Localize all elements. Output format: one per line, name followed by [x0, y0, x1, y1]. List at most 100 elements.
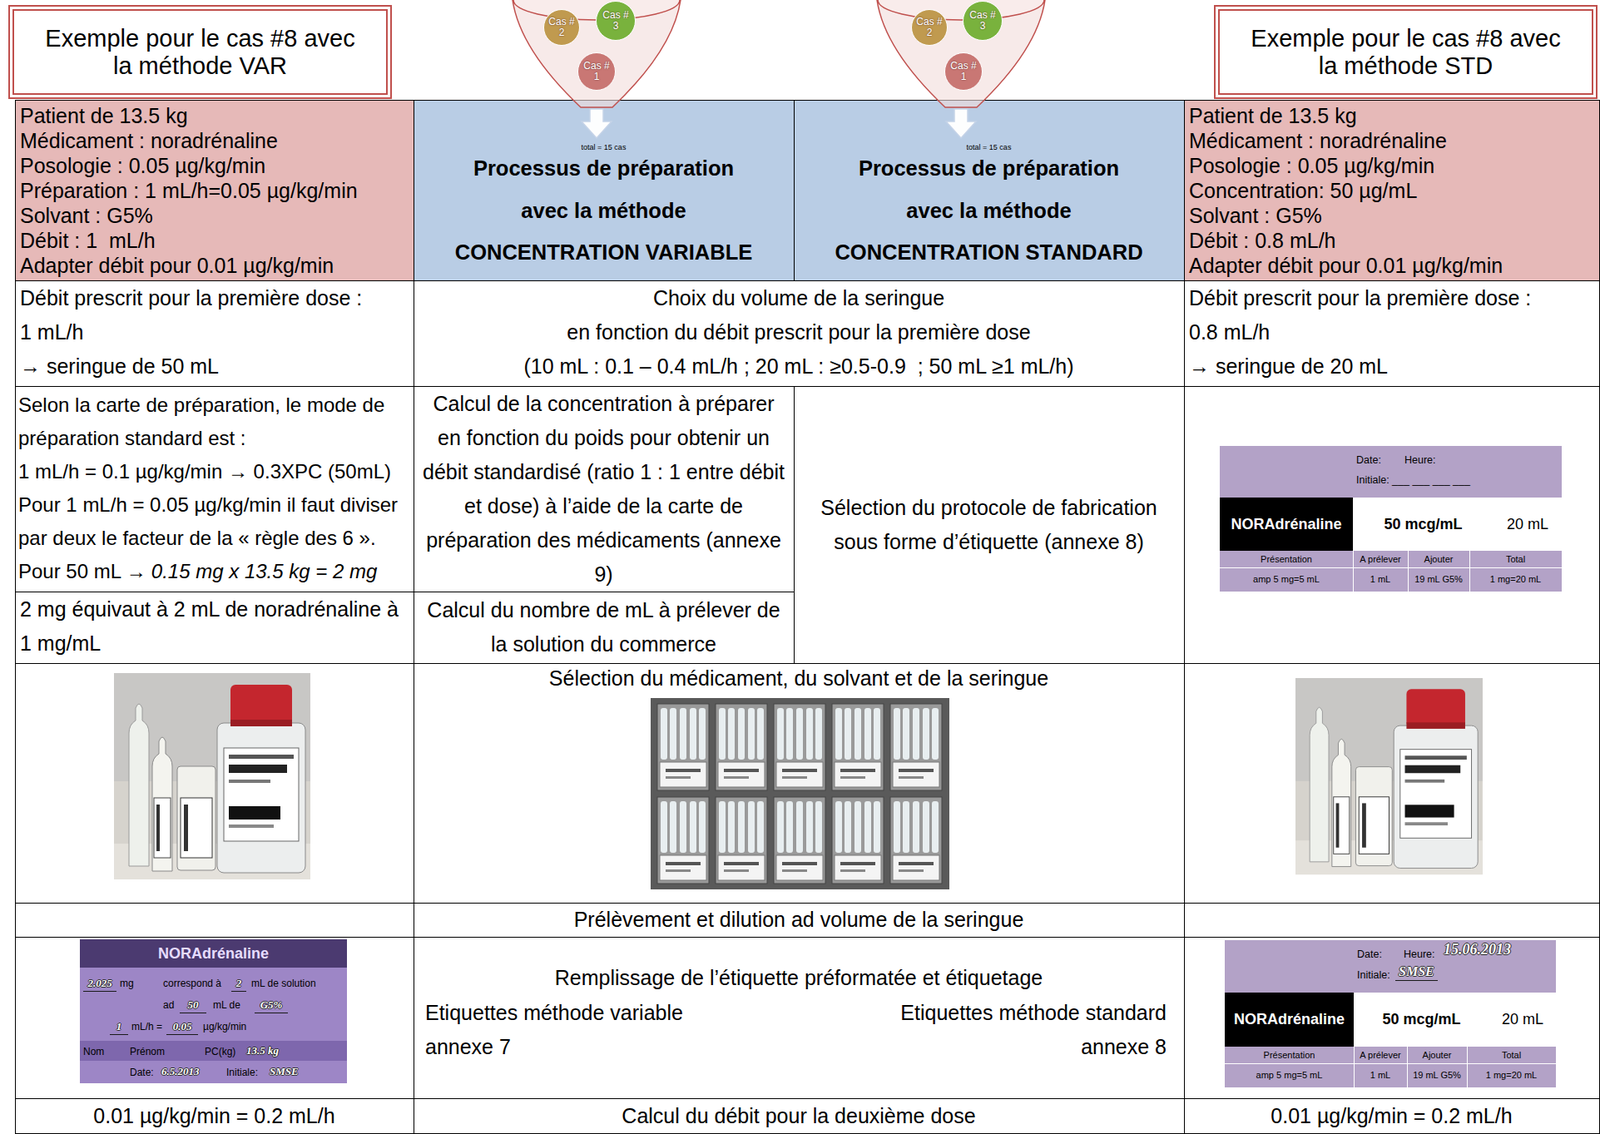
table-cell: Choix du volume de la seringueen fonctio…	[413, 280, 1184, 387]
text-line: Posologie : 0.05 µg/kg/min	[1188, 153, 1595, 179]
cell-text: Débit : 0.8 mL/h	[1188, 228, 1336, 253]
table-cell: Calcul de la concentration à préparer en…	[413, 386, 794, 592]
process-title: Processus de préparation	[793, 153, 1184, 184]
cell-text: 0.01 µg/kg/min = 0.2 mL/h	[1270, 1104, 1512, 1128]
handwritten-entry: 2	[231, 975, 247, 992]
example-title-box: Exemple pour le cas #8 avec la méthode V…	[8, 4, 392, 100]
text-line: Sélection du protocole de fabrication so…	[814, 490, 1165, 560]
label-text: Total	[1466, 1046, 1556, 1064]
table-grid	[14, 99, 1600, 1134]
text-line: Solvant : G5%	[1188, 203, 1595, 228]
cell-body: Calcul du nombre de mL à prélever de la …	[420, 593, 788, 662]
cell-text: Etiquettes méthode standard	[900, 995, 1167, 1031]
cell-text: Débit prescrit pour la première dose :	[19, 286, 362, 310]
text-line: Selon la carte de préparation, le mode d…	[18, 388, 411, 456]
cell-text: Solvant : G5%	[19, 203, 154, 228]
cell-body: Sélection du protocole de fabrication so…	[814, 490, 1165, 560]
handwritten-entry: 50	[179, 997, 207, 1014]
cell-text: 2 mg équivaut à 2 mL de noradrénaline à …	[19, 597, 405, 655]
label-text: Prénom	[129, 1044, 165, 1060]
case-label: Cas # 2	[915, 16, 944, 39]
cell-body: 0.01 µg/kg/min = 0.2 mL/h	[1183, 1099, 1600, 1133]
cell-text: 1 mL/h = 0.1 µg/kg/min → 0.3XPC (50mL)	[18, 460, 392, 483]
text-line: Médicament : noradrénaline	[19, 128, 409, 154]
funnel	[876, 0, 1046, 139]
cell-body: 0.01 µg/kg/min = 0.2 mL/h	[14, 1099, 414, 1133]
handwritten-entry: 1	[109, 1019, 129, 1036]
text-line: Sélection du médicament, du solvant et d…	[413, 663, 1184, 693]
count-note: total = 15 cas	[793, 143, 1184, 153]
label-text: Initiale:	[226, 1065, 258, 1080]
cell-body: Débit prescrit pour la première dose :0.…	[1188, 281, 1595, 384]
text-line: Calcul du débit pour la deuxième dose	[413, 1099, 1184, 1133]
label-text: Nom	[83, 1044, 105, 1060]
table-cell: 0.01 µg/kg/min = 0.2 mL/h	[1183, 1098, 1600, 1134]
label-text: Heure:	[1403, 947, 1436, 961]
cell-text: 0.01 µg/kg/min = 0.2 mL/h	[93, 1104, 335, 1128]
text-line: 1 mL/h	[19, 315, 409, 350]
label-text: amp 5 mg=5 mL	[1219, 567, 1353, 592]
label-text: Date:	[129, 1065, 154, 1080]
case-circle: Cas # 3	[962, 0, 1003, 41]
standard-label-card: Date:Heure:Initiale: ___ ___ ___ ___NORA…	[1219, 445, 1562, 592]
case-label: Cas # 1	[949, 60, 978, 83]
table-cell: Remplissage de l’étiquette préformatée e…	[413, 936, 1184, 1099]
text-line: 0.01 µg/kg/min = 0.2 mL/h	[14, 1099, 414, 1133]
process-title: avec la méthode	[793, 195, 1184, 226]
table-cell: Patient de 13.5 kgMédicament : noradréna…	[14, 99, 414, 281]
table-cell: Sélection du protocole de fabrication so…	[793, 386, 1184, 664]
text-line: → seringue de 50 mL	[19, 349, 409, 384]
text-line: Posologie : 0.05 µg/kg/min	[19, 153, 409, 179]
label-grid-line	[1406, 1046, 1408, 1088]
cell-body: 2 mg équivaut à 2 mL de noradrénaline à …	[19, 592, 409, 661]
handwritten-entry: 15.06.2013	[1443, 940, 1511, 960]
label-grid-line	[1469, 550, 1471, 592]
cell-text: Débit : 1 mL/h	[19, 228, 156, 253]
text-line: Débit : 0.8 mL/h	[1188, 227, 1595, 253]
case-circle: Cas # 2	[911, 9, 948, 46]
example-title-box: Exemple pour le cas #8 avec la méthode S…	[1213, 4, 1598, 100]
text-line: Débit : 1 mL/h	[19, 227, 409, 253]
cell-text: Médicament : noradrénaline	[1188, 128, 1447, 153]
label-text: Heure:	[1404, 453, 1437, 467]
text-line: Débit prescrit pour la première dose :	[19, 281, 409, 316]
label-text: µg/kg/min	[203, 1019, 247, 1035]
cell-text: → seringue de 20 mL	[1188, 354, 1388, 378]
label-text: Date:	[1356, 453, 1382, 467]
handwritten-entry: SMSE	[269, 1064, 299, 1080]
cell-text: → seringue de 50 mL	[19, 354, 219, 378]
table-cell: Débit prescrit pour la première dose : 1 …	[14, 280, 414, 387]
label-text: Ajouter	[1406, 1046, 1467, 1064]
process-header-cell: total = 15 casProcessus de préparation av…	[793, 99, 1184, 281]
header-fill	[14, 99, 414, 281]
label-text: mL de solution	[251, 975, 317, 991]
cell-text: Posologie : 0.05 µg/kg/min	[1188, 153, 1435, 178]
cell-text: Remplissage de l’étiquette préformatée e…	[413, 960, 1184, 996]
handwritten-entry: SMSE	[1395, 963, 1438, 981]
vial-photo	[113, 673, 311, 880]
label-text: correspond à	[163, 975, 222, 991]
text-line: Concentration: 50 µg/mL	[1188, 178, 1595, 204]
cell-text: Calcul du nombre de mL à prélever de la …	[426, 598, 786, 656]
cell-text: annexe 8	[1080, 1030, 1167, 1065]
count-note: total = 15 cas	[413, 143, 794, 153]
text-line: Adapter débit pour 0.01 µg/kg/min	[19, 252, 409, 278]
cell-text: Adapter débit pour 0.01 µg/kg/min	[1188, 253, 1503, 278]
label-grid-line	[1219, 567, 1562, 569]
label-text: 50 mcg/mL	[1353, 992, 1490, 1047]
title-text: Exemple pour le cas #8 avec la méthode S…	[1243, 24, 1570, 80]
text-line: Choix du volume de la seringue	[418, 281, 1179, 316]
label-grid-line	[1224, 1063, 1556, 1065]
text-line: Patient de 13.5 kg	[19, 103, 409, 129]
cell-text: (10 mL : 0.1 – 0.4 mL/h ; 20 mL : ≥0.5-0…	[523, 354, 1074, 378]
case-circle: Cas # 1	[944, 52, 983, 91]
cell-text: Selon la carte de préparation, le mode d…	[18, 393, 391, 450]
standard-label-card: Date:Heure:15.06.2013Initiale:SMSENORAdr…	[1224, 940, 1556, 1088]
table-cell: Débit prescrit pour la première dose :0.…	[1183, 280, 1600, 387]
label-text: Initiale: ___ ___ ___ ___	[1356, 473, 1471, 487]
cell-text: Sélection du médicament, du solvant et d…	[549, 666, 1049, 690]
cell-body: Calcul de la concentration à préparer en…	[420, 386, 788, 592]
label-text: Présentation	[1219, 550, 1353, 568]
cell-body: Débit prescrit pour la première dose : 1 …	[19, 281, 409, 384]
cell-body: Selon la carte de préparation, le mode d…	[18, 388, 411, 589]
